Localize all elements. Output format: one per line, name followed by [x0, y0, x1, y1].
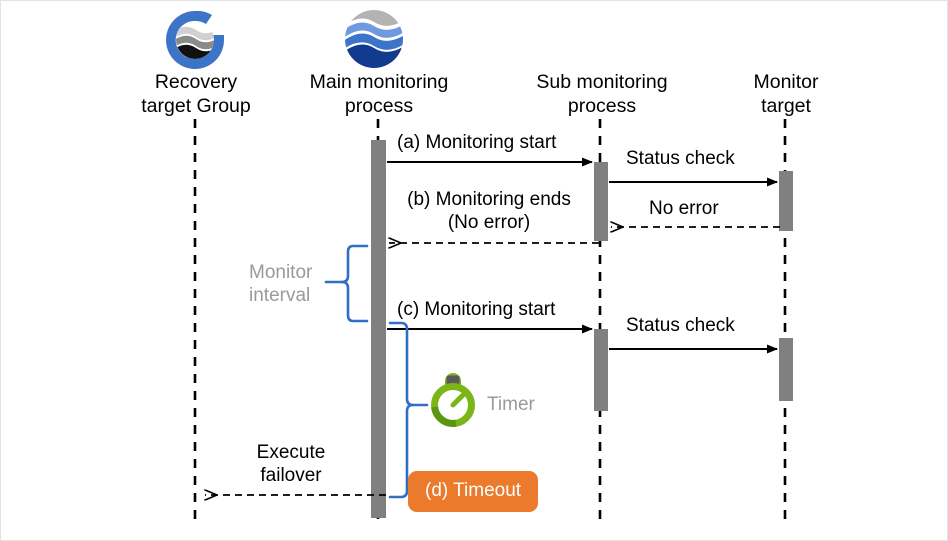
participant-header-sub-monitoring-process: Sub monitoring process: [513, 70, 691, 118]
message-label-status-check-1: Status check: [626, 148, 735, 169]
participant-label-line2: process: [567, 95, 637, 117]
participant-header-monitor-target: Monitor target: [716, 70, 856, 118]
stopwatch-icon: [431, 373, 475, 427]
participant-header-recovery-target-group: Recovery target Group: [111, 70, 281, 118]
annotation-timer-label: Timer: [487, 394, 535, 415]
message-label-monitoring-start-c: (c) Monitoring start: [397, 299, 556, 320]
monitor-interval-line2: interval: [249, 285, 311, 306]
message-label-no-error: No error: [649, 198, 719, 219]
participant-label-line2: target: [761, 95, 811, 117]
activation-bar-main: [371, 140, 386, 518]
globe-icon: [345, 10, 403, 68]
activation-bar-sub-2: [594, 329, 608, 411]
participant-label-line2: process: [344, 95, 414, 117]
globe-g-icon: [166, 10, 224, 69]
message-label-line2: (No error): [447, 212, 531, 233]
message-label-monitoring-start-a: (a) Monitoring start: [397, 132, 557, 153]
message-label-line1: (b) Monitoring ends: [407, 189, 571, 210]
participant-label-line1: Monitor: [753, 71, 819, 93]
message-label-status-check-2: Status check: [626, 315, 735, 336]
participant-label-line2: target Group: [141, 95, 251, 117]
monitor-interval-line1: Monitor: [249, 262, 313, 283]
participant-header-main-monitoring-process: Main monitoring process: [289, 70, 469, 118]
activation-bar-sub-1: [594, 162, 608, 241]
annotation-monitor-interval: Monitor interval: [249, 261, 321, 307]
activation-bar-target-2: [779, 338, 793, 401]
participant-label-line1: Sub monitoring: [536, 71, 668, 93]
activation-bar-target-1: [779, 171, 793, 231]
participant-label-line1: Main monitoring: [309, 71, 449, 93]
timeout-badge: (d) Timeout: [408, 471, 539, 512]
activation-bars: [371, 140, 793, 518]
message-label-monitoring-ends-b: (b) Monitoring ends (No error): [391, 188, 587, 234]
message-label-line2: failover: [260, 465, 322, 486]
message-label-execute-failover: Execute failover: [206, 441, 376, 487]
timer-bracket: [388, 321, 429, 499]
monitor-interval-bracket: [324, 244, 369, 323]
message-label-line1: Execute: [256, 442, 326, 463]
participant-label-line1: Recovery: [154, 71, 238, 93]
